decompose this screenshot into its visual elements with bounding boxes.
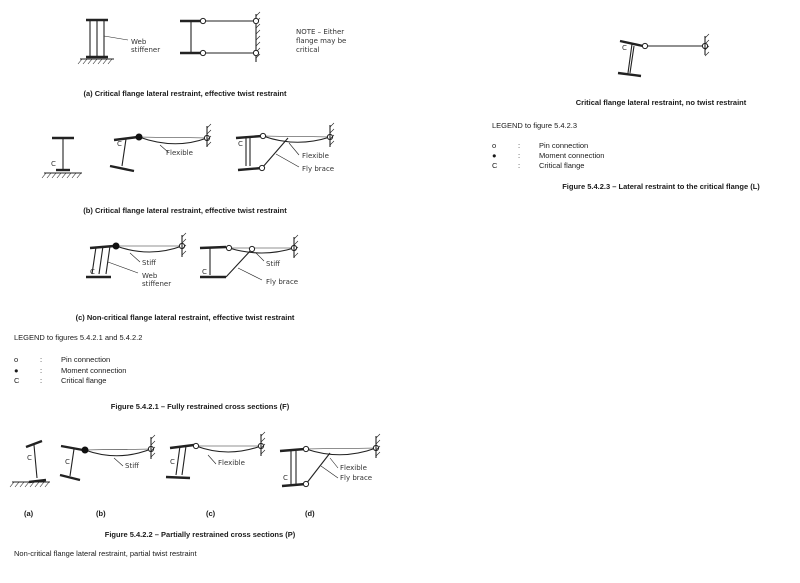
legend-colon: : [518, 161, 521, 170]
fig1b-section-ground [41, 136, 82, 179]
fig2c-section [165, 431, 266, 480]
fig1b-flexible-label-2: Flexible [302, 152, 329, 160]
fig1-legend-title: LEGEND to figures 5.4.2.1 and 5.4.2.2 [14, 333, 143, 342]
legend-symbol: o [14, 355, 19, 364]
fig1-title: Figure 5.4.2.1 – Fully restrained cross … [110, 402, 290, 411]
legend-desc: Pin connection [61, 355, 111, 364]
web-stiffener-label-line2: stiffener [131, 46, 161, 54]
fig3-section [617, 33, 710, 78]
fig2b-stiff-label: Stiff [125, 462, 139, 470]
fig1c-section-stiffened [86, 232, 187, 279]
fig1b-c-label-2: C [117, 140, 122, 148]
fig2a-section [9, 439, 50, 488]
fig1a-section-stiffened [77, 18, 129, 65]
legend-desc: Moment connection [539, 151, 605, 160]
fig1c-c-label-1: C [90, 268, 95, 276]
fig2-sublabel-c: (c) [206, 509, 216, 518]
fig2-sublabel-d: (d) [305, 509, 315, 518]
legend-symbol: ● [492, 151, 497, 160]
fig1c-caption: (c) Non-critical flange lateral restrain… [75, 313, 295, 322]
note-line1: NOTE – Either [296, 28, 345, 36]
fig2-sublabel-b: (b) [96, 509, 106, 518]
fig1a-section-two-pins [180, 11, 261, 62]
web-stiffener-label-line1: Web [131, 38, 147, 46]
fig2-sublabel-a: (a) [24, 509, 34, 518]
fig1c-section-flybrace [199, 234, 299, 281]
legend-colon: : [40, 355, 43, 364]
fig1c-web-stiffener-line1: Web [142, 272, 158, 280]
legend-desc: Pin connection [539, 141, 589, 150]
legend-symbol: C [14, 376, 20, 385]
legend-symbol: o [492, 141, 497, 150]
legend-colon: : [40, 366, 43, 375]
fig1a-caption: (a) Critical flange lateral restraint, e… [83, 89, 287, 98]
fig1b-section-moment [109, 123, 212, 173]
legend-desc: Critical flange [539, 161, 585, 170]
note-line3: critical [296, 46, 320, 54]
fig1c-web-stiffener-line2: stiffener [142, 280, 172, 288]
legend-desc: Critical flange [61, 376, 107, 385]
fig2b-section [59, 434, 156, 482]
fig2a-c-label: C [27, 454, 32, 462]
fig2c-flexible-label: Flexible [218, 459, 245, 467]
fig1c-c-label-2: C [202, 268, 207, 276]
legend-symbol: ● [14, 366, 19, 375]
fig3-title: Figure 5.4.2.3 – Lateral restraint to th… [562, 182, 760, 191]
fig1b-c-label-3: C [238, 140, 243, 148]
fig1b-caption: (b) Critical flange lateral restraint, e… [83, 206, 287, 215]
legend-desc: Moment connection [61, 366, 127, 375]
fig3-caption: Critical flange lateral restraint, no tw… [575, 98, 747, 107]
fig1b-section-flybrace [235, 122, 335, 172]
fig3-c-label: C [622, 44, 627, 52]
fig1c-flybrace-label: Fly brace [266, 278, 299, 286]
fig2-title: Figure 5.4.2.2 – Partially restrained cr… [104, 530, 296, 539]
legend-symbol: C [492, 161, 498, 170]
fig1b-flybrace-label: Fly brace [302, 165, 335, 173]
fig2d-flybrace-label: Fly brace [340, 474, 373, 482]
fig3-legend-title: LEGEND to figure 5.4.2.3 [492, 121, 578, 130]
fig1c-stiff-label-1: Stiff [142, 259, 156, 267]
fig2b-c-label: C [65, 458, 70, 466]
fig1b-c-label-1: C [51, 160, 56, 168]
legend-colon: : [518, 151, 521, 160]
legend-colon: : [40, 376, 43, 385]
fig2d-section [279, 433, 381, 488]
note-line2: flange may be [296, 37, 347, 45]
fig2c-c-label: C [170, 458, 175, 466]
fig1b-flexible-label-1: Flexible [166, 149, 193, 157]
fig2d-c-label: C [283, 474, 288, 482]
footer-caption: Non-critical flange lateral restraint, p… [14, 549, 197, 558]
legend-colon: : [518, 141, 521, 150]
fig1c-stiff-label-2: Stiff [266, 260, 280, 268]
fig2d-flexible-label: Flexible [340, 464, 367, 472]
